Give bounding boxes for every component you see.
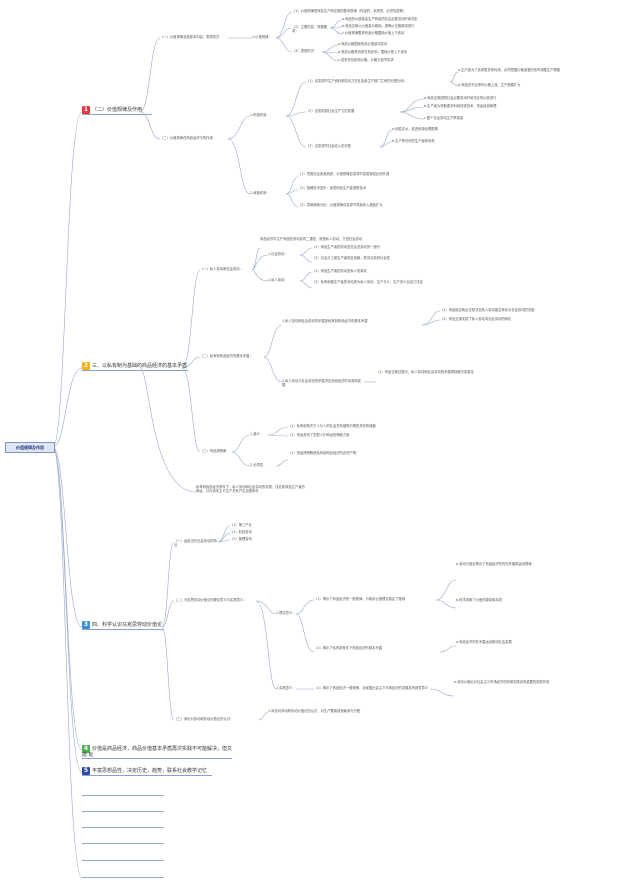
topic-node[interactable]: 1.涵义：	[250, 432, 264, 436]
branch-number-badge: 5	[82, 767, 90, 775]
connector-root-b1	[52, 111, 83, 448]
topic-node[interactable]: b.商品价格受供求关系影响，围绕价值上下波动	[338, 50, 408, 54]
topic-node[interactable]: （1）商品拜物教是私有制商品经济的必然产物	[288, 451, 357, 455]
topic-node[interactable]: a.劳动价值论揭示了商品经济的内在矛盾和运动规律	[456, 562, 532, 566]
topic-node[interactable]: （2）科技劳动	[230, 530, 252, 534]
topic-node[interactable]: c.整个社会劳动生产率提高	[424, 116, 464, 120]
empty-branch-line	[82, 827, 164, 828]
topic-node[interactable]: b.科学说明了价值的源泉和本质	[456, 598, 502, 602]
topic-node[interactable]: a.商品价格围绕商品价值波动变动	[338, 42, 388, 46]
topic-node[interactable]: 2.实践意义：	[276, 686, 296, 690]
branch-number-badge: 3	[82, 621, 90, 629]
topic-node[interactable]: a.商品经济内在矛盾运动推动社会发展	[456, 640, 512, 644]
topic-node[interactable]: （1）导致社会资源浪费，价值规律自发调节容易造成比例失调	[298, 172, 390, 176]
topic-node[interactable]: 2.必然性：	[250, 463, 267, 467]
connector-root-b4	[52, 446, 83, 751]
topic-node[interactable]: （2）主要内容，简要要求：	[292, 25, 328, 34]
topic-node[interactable]: （3）自发调节社会收入的分配	[306, 144, 351, 148]
connector-root-b3	[52, 446, 83, 628]
connector-root-bars	[52, 446, 83, 879]
branch-number-badge: 1	[82, 106, 90, 114]
topic-node[interactable]: （1）商品交换过程中，私人劳动和社会劳动的矛盾得到解决或激化	[376, 370, 474, 374]
branch-number-badge: 4	[82, 745, 90, 753]
topic-node[interactable]: 1.积极作用：	[250, 113, 270, 117]
topic-node[interactable]: （一）价值规律及其基本内容，表现形式	[160, 35, 220, 39]
topic-node[interactable]: （2）阻碍技术进步：某些商品生产者垄断技术	[298, 186, 367, 190]
topic-node[interactable]: a.劳动价值论对社会主义市场经济的改革实践具有重要的指导作用	[454, 680, 550, 684]
topic-node[interactable]: c.价值规律要求商品价格围绕价值上下波动	[342, 31, 405, 35]
empty-branch-line	[82, 795, 164, 796]
topic-node[interactable]: （2）商品交换实现了私人劳动向社会劳动的转化	[440, 317, 512, 321]
main-branch-label: 四、科学认识马克思劳动价值论	[92, 622, 163, 628]
topic-node[interactable]: （二）马克思劳动价值论的理论意义与实践意义：	[174, 598, 247, 602]
topic-node[interactable]: （3）导致两极分化：价值规律自发调节导致收入差距扩大	[298, 203, 383, 207]
topic-node[interactable]: （3）管理劳动	[230, 537, 252, 541]
topic-node[interactable]: （2）揭示了私有制条件下商品经济的基本矛盾	[314, 646, 383, 650]
topic-node[interactable]: （2）商品具有了支配人们命运的神秘力量	[288, 433, 350, 437]
empty-branch-line	[82, 877, 164, 878]
topic-node[interactable]: （1）第三产业	[230, 523, 252, 527]
topic-node[interactable]: （二）私有制商品经济的基本矛盾：	[200, 354, 253, 358]
topic-node[interactable]: （2）社会分工使生产者相互依赖，其劳动具有社会性	[312, 256, 390, 260]
connector-root-b2	[52, 367, 83, 448]
topic-node[interactable]: （1）价值规律是商品生产和交换的基本规律（内容的，本质的，必然性趋势）	[292, 9, 407, 13]
topic-node[interactable]: （一）运用当代社会劳动的特点	[174, 539, 217, 548]
topic-node[interactable]: b.生产者为获取更多利润改进技术、改善经营管理	[424, 104, 497, 108]
topic-node[interactable]: 商品经济中生产商品的劳动具有二重性，既是私人劳动，又是社会劳动	[260, 237, 363, 241]
main-branch-label: 价值是商品经济，商品价值基本矛盾再次实践不可能解决，但又能 处	[82, 746, 233, 758]
topic-node[interactable]: （1）商品能否卖出去是决定私人劳动能否转化为社会劳动的关键	[440, 308, 535, 312]
empty-branch-line	[82, 811, 164, 812]
topic-node[interactable]: b.生产条件好的生产者获利多	[392, 139, 435, 143]
topic-node[interactable]: 1.理论意义：	[276, 611, 296, 615]
topic-node[interactable]: （三）深化对劳动和劳动价值论的认识：	[174, 717, 234, 721]
empty-branch-line	[82, 843, 164, 844]
topic-node[interactable]: 1.深化对劳动和劳动价值论的认识，对生产要素按贡献参与分配	[268, 709, 361, 713]
topic-node[interactable]: 私有制商品经济条件下，私人劳动和社会劳动的矛盾，决定着商品生产者的命运，并为资本…	[196, 485, 305, 494]
topic-node[interactable]: （2）自发刺激社会生产力的发展	[306, 109, 355, 113]
topic-node[interactable]: 2.私人劳动与社会劳动的矛盾决定商品经济的本质和发展	[282, 379, 361, 388]
topic-node[interactable]: 1.社会劳动：	[268, 252, 288, 256]
topic-node[interactable]: b.商品供不应求时价格上涨，生产规模扩大	[458, 83, 521, 87]
topic-node[interactable]: （1）商品生产者的劳动是私人的事情	[312, 269, 367, 273]
topic-node[interactable]: a.优胜劣汰，促进资源合理配置	[392, 127, 438, 131]
topic-node[interactable]: a.生产者为了追求更多的利润，必然根据价格涨落的信号调整生产规模	[458, 68, 560, 72]
topic-node[interactable]: （1）揭示了商品经济的一般规律，为剩余价值理论奠定了基础	[314, 597, 406, 601]
main-branch-label: 丰富思想品性，决定历史，趋势，联系社会教学记忆	[92, 768, 208, 774]
main-branch-label: （二）价值规律及作用	[92, 107, 143, 113]
topic-node[interactable]: （1）商品生产者的劳动是社会总劳动的一部分	[312, 245, 381, 249]
topic-node[interactable]: （二）价值规律在商品经济中的作用	[160, 136, 213, 140]
topic-node[interactable]: （1）私有制条件下人与人的社会关系被物与物的关系所掩盖	[288, 424, 376, 428]
topic-node[interactable]: （3）表现形式：	[292, 49, 318, 53]
topic-node[interactable]: （三）商品拜物教	[200, 449, 227, 453]
topic-node[interactable]: 2.私人劳动：	[268, 278, 288, 282]
main-branch-label: 三、以私有制为基础的商品经济的基本矛盾	[92, 363, 188, 369]
branch-number-badge: 2	[82, 362, 90, 370]
connector-root-b5	[52, 446, 83, 774]
empty-branch-line	[82, 860, 164, 861]
topic-node[interactable]: a.商品的价值量由生产商品的社会必要劳动时间决定	[342, 17, 418, 21]
topic-node[interactable]: a.商品交换按照社会必要劳动时间决定的价值进行	[424, 96, 497, 100]
topic-node[interactable]: （1）揭示了商品经济一般规律，对我国社会主义市场经济的发展具有指导意义	[314, 686, 429, 690]
topic-node[interactable]: （2）私有制使生产者的劳动成为私人劳动，生产什么、生产多少由自己决定	[312, 280, 423, 284]
topic-node[interactable]: （一）私人劳动和社会劳动：	[200, 267, 243, 271]
main-branch-1[interactable]: 1（二）价值规律及作用	[82, 106, 152, 115]
root-node[interactable]: 价值规律及作用	[5, 442, 55, 453]
topic-node[interactable]: 2.消极作用：	[250, 191, 270, 195]
topic-node[interactable]: c.供求关系影响价格，价格又调节供求	[338, 58, 394, 62]
topic-node[interactable]: （1）自发调节生产资料和劳动力在社会各生产部门之间的分配比例；	[306, 79, 408, 83]
topic-node[interactable]: 1.私人劳动和社会劳动的矛盾是私有制商品经济的基本矛盾	[282, 319, 368, 323]
topic-node[interactable]: b.商品交换以价值量为基础，按等价交换原则进行	[342, 24, 415, 28]
topic-node[interactable]: 1.价值规律：	[252, 35, 272, 39]
